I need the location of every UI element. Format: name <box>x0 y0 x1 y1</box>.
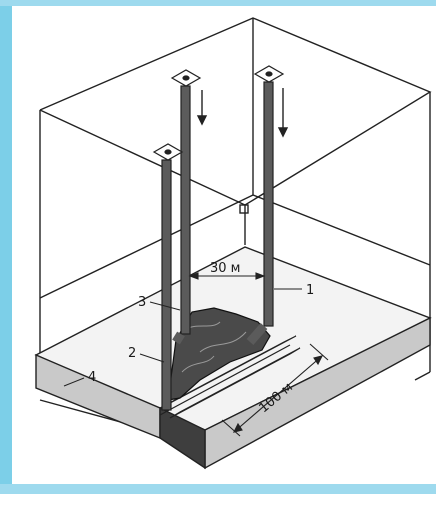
shafts <box>161 81 274 411</box>
length-dimension <box>221 343 329 437</box>
panel-left-border <box>0 0 12 492</box>
label-4: 4 <box>88 370 96 385</box>
width-dimension-label: 30 м <box>210 261 240 276</box>
shaft-collars <box>152 65 285 161</box>
shaft-c <box>161 159 172 411</box>
down-arrow-icon <box>196 115 208 126</box>
down-arrow-icon <box>277 127 289 138</box>
label-2: 2 <box>128 346 136 361</box>
label-leaders <box>63 288 302 387</box>
width-dimension <box>188 272 266 280</box>
flow-arrows <box>196 88 289 138</box>
panel-bottom-border <box>0 484 436 494</box>
panel-top-border <box>0 0 436 6</box>
shaft-a <box>180 85 191 335</box>
haulage-drift <box>159 335 301 419</box>
label-1: 1 <box>306 283 314 298</box>
label-3: 3 <box>138 295 146 310</box>
shaft-b <box>263 81 274 327</box>
